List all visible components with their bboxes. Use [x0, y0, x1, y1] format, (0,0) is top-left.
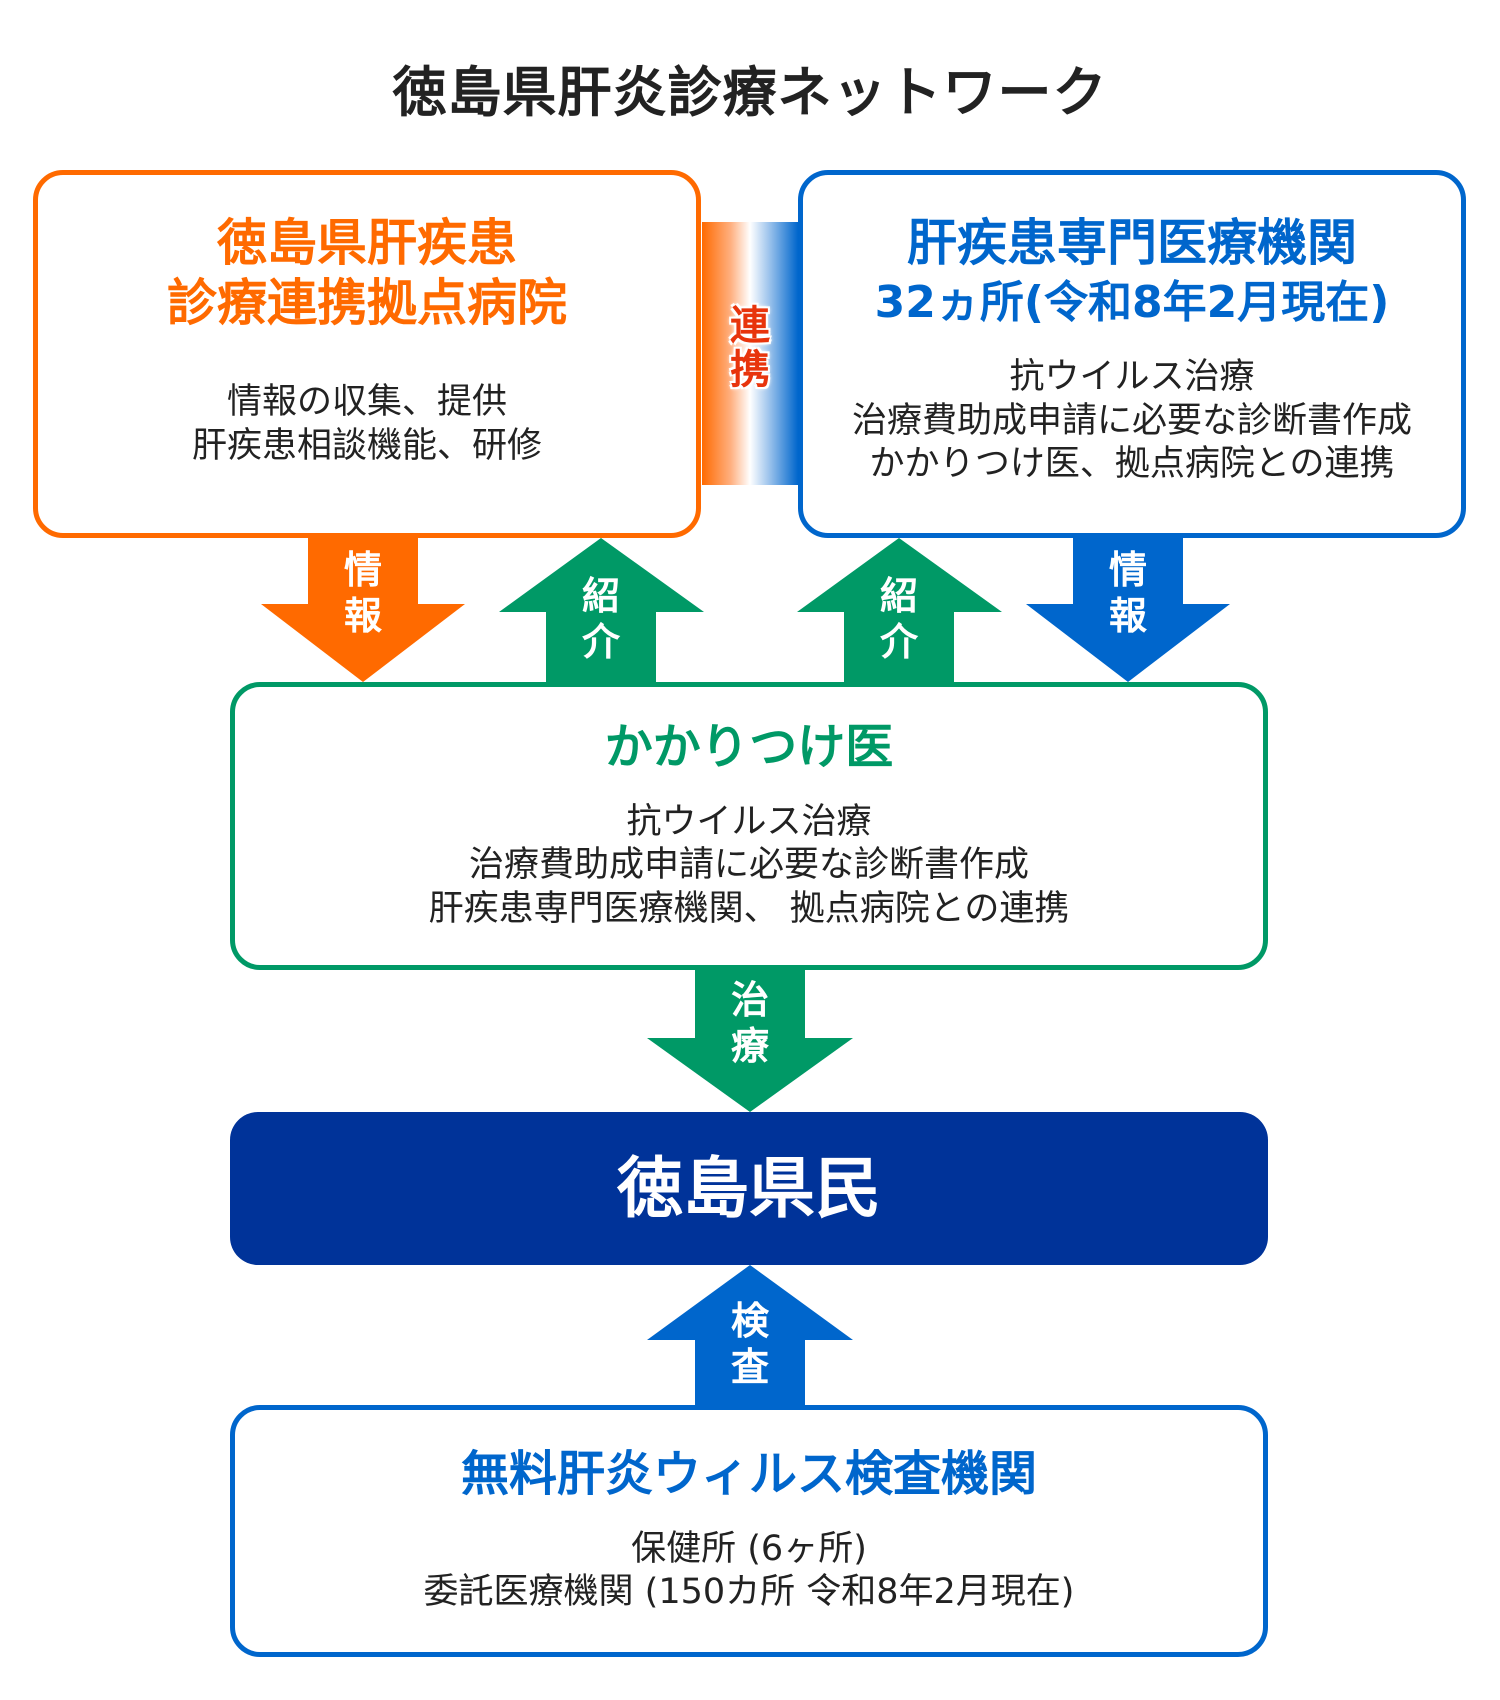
up-arrow-icon [797, 538, 1002, 682]
screening-institutions-line: 委託医療機関 (150カ所 令和8年2月現在) [423, 1572, 1075, 1613]
arrow-label-char: 検 [730, 1299, 769, 1343]
hub-hospital-heading: 徳島県肝疾患 診療連携拠点病院 [38, 213, 696, 333]
cooperation-label-char: 携 [730, 347, 770, 393]
specialist-heading: 肝疾患専門医療機関 [907, 214, 1357, 272]
hub-hospital-box: 徳島県肝疾患 診療連携拠点病院 情報の収集、提供 肝疾患相談機能、研修 [33, 170, 701, 538]
treatment-arrow: 治 療 [647, 970, 853, 1112]
family-doctor-line: 抗ウイルス治療 [626, 801, 872, 842]
arrow-label-char: 紹 [581, 574, 620, 618]
specialist-line: 治療費助成申請に必要な診断書作成 [851, 400, 1412, 441]
arrow-label-char: 紹 [879, 574, 918, 618]
up-arrow-icon [647, 1265, 853, 1405]
page-title: 徳島県肝炎診療ネットワーク [392, 61, 1108, 124]
specialist-line: かかりつけ医、拠点病院との連携 [869, 444, 1395, 485]
info-arrow-right-label: 情 報 [1073, 548, 1183, 639]
specialist-description: 抗ウイルス治療 治療費助成申請に必要な診断書作成 かかりつけ医、拠点病院との連携 [803, 356, 1461, 487]
family-doctor-box: かかりつけ医 抗ウイルス治療 治療費助成申請に必要な診断書作成 肝疾患専門医療機… [230, 682, 1268, 970]
info-arrow-left: 情 報 [261, 538, 465, 682]
arrow-label-char: 情 [343, 548, 382, 592]
arrow-label-char: 治 [730, 978, 769, 1022]
residents-heading: 徳島県民 [617, 1150, 881, 1227]
treatment-arrow-label: 治 療 [695, 978, 805, 1069]
info-arrow-right: 情 報 [1026, 538, 1230, 682]
screening-arrow-label: 検 査 [695, 1299, 805, 1390]
arrow-label-char: 報 [343, 593, 382, 638]
family-doctor-description: 抗ウイルス治療 治療費助成申請に必要な診断書作成 肝疾患専門医療機関、 拠点病院… [235, 801, 1263, 932]
family-doctor-heading: かかりつけ医 [604, 719, 894, 775]
arrow-label-char: 介 [581, 619, 620, 664]
hub-hospital-line: 肝疾患相談機能、研修 [191, 425, 542, 466]
arrow-label-char: 査 [730, 1344, 769, 1389]
down-arrow-icon [1026, 538, 1230, 682]
up-arrow-icon [499, 538, 704, 682]
screening-arrow: 検 査 [647, 1265, 853, 1405]
referral-arrow-right-label: 紹 介 [844, 574, 954, 665]
down-arrow-icon [647, 970, 853, 1112]
arrow-label-char: 療 [730, 1023, 769, 1068]
referral-arrow-left-label: 紹 介 [546, 574, 656, 665]
hub-hospital-line: 情報の収集、提供 [226, 382, 507, 422]
referral-arrow-left: 紹 介 [499, 538, 704, 682]
down-arrow-icon [261, 538, 465, 682]
specialist-institution-box: 肝疾患専門医療機関 32ヵ所(令和8年2月現在) 抗ウイルス治療 治療費助成申請… [798, 170, 1466, 538]
arrow-label-char: 情 [1108, 548, 1147, 592]
info-arrow-left-label: 情 報 [308, 548, 418, 639]
cooperation-label-char: 連 [730, 303, 770, 349]
referral-arrow-right: 紹 介 [797, 538, 1002, 682]
hub-hospital-heading-line2: 診療連携拠点病院 [167, 274, 567, 332]
hub-hospital-description: 情報の収集、提供 肝疾患相談機能、研修 [38, 381, 696, 469]
screening-institutions-heading: 無料肝炎ウィルス検査機関 [460, 1446, 1037, 1502]
screening-institutions-box: 無料肝炎ウィルス検査機関 保健所 (6ヶ所) 委託医療機関 (150カ所 令和8… [230, 1405, 1268, 1657]
specialist-count: 32ヵ所(令和8年2月現在) [874, 277, 1390, 328]
family-doctor-line: 治療費助成申請に必要な診断書作成 [468, 845, 1029, 886]
cooperation-connector: 連 携 [702, 222, 798, 485]
residents-box: 徳島県民 [230, 1112, 1268, 1265]
cooperation-label: 連 携 [702, 304, 798, 392]
specialist-line: 抗ウイルス治療 [1009, 356, 1255, 397]
hub-hospital-heading-line1: 徳島県肝疾患 [217, 214, 517, 272]
arrow-label-char: 介 [879, 619, 918, 664]
screening-institutions-line: 保健所 (6ヶ所) [631, 1528, 867, 1569]
screening-institutions-description: 保健所 (6ヶ所) 委託医療機関 (150カ所 令和8年2月現在) [235, 1528, 1263, 1616]
family-doctor-line: 肝疾患専門医療機関、 拠点病院との連携 [428, 889, 1070, 930]
arrow-label-char: 報 [1108, 593, 1147, 638]
